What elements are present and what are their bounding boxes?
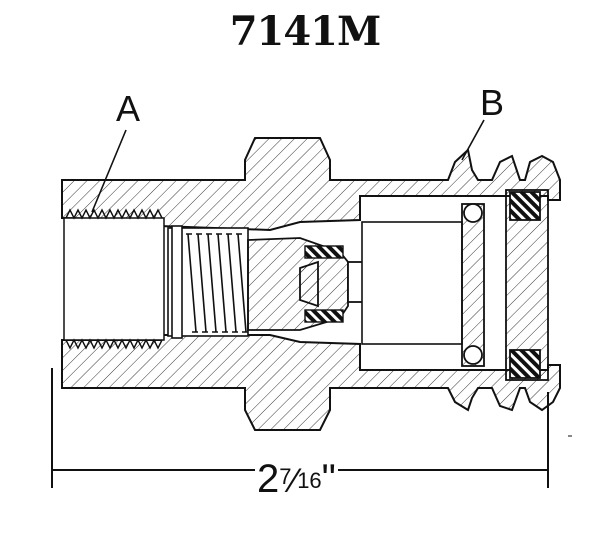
callout-b-label: B (480, 82, 505, 123)
inner-o-ring-left (461, 203, 485, 367)
dimension-whole: 2 (257, 457, 280, 501)
valve-body (61, 137, 561, 431)
upper-seal (304, 245, 344, 259)
poppet (247, 237, 349, 331)
outlet-o-rings (461, 189, 549, 381)
outlet-chamber (361, 221, 463, 345)
body-upper-wall (61, 137, 561, 232)
poppet-seals (304, 245, 344, 323)
callout-a-label: A (116, 88, 141, 129)
lower-threads (65, 338, 163, 350)
outer-o-ring-right (505, 189, 549, 381)
body-lower-wall (61, 334, 561, 431)
spring-retainer (171, 225, 183, 339)
poppet-body (247, 237, 349, 331)
leader-b (461, 119, 485, 161)
dimension-unit: " (321, 457, 336, 501)
inlet-threads (65, 208, 163, 350)
leader-a (91, 129, 127, 213)
part-number-title: 7141M (229, 8, 382, 55)
lower-seal (304, 309, 344, 323)
dimension-slash: ⁄ (291, 462, 298, 500)
dimension-denominator: 16 (297, 468, 322, 493)
upper-threads (65, 208, 163, 220)
dimension-numerator: 7 (279, 464, 292, 489)
inlet-bore (63, 217, 165, 341)
spring-coils (186, 233, 248, 333)
inner-bore (63, 217, 165, 341)
callout-leaders (91, 119, 485, 213)
overall-length-dimension: 27⁄16" (255, 457, 338, 503)
